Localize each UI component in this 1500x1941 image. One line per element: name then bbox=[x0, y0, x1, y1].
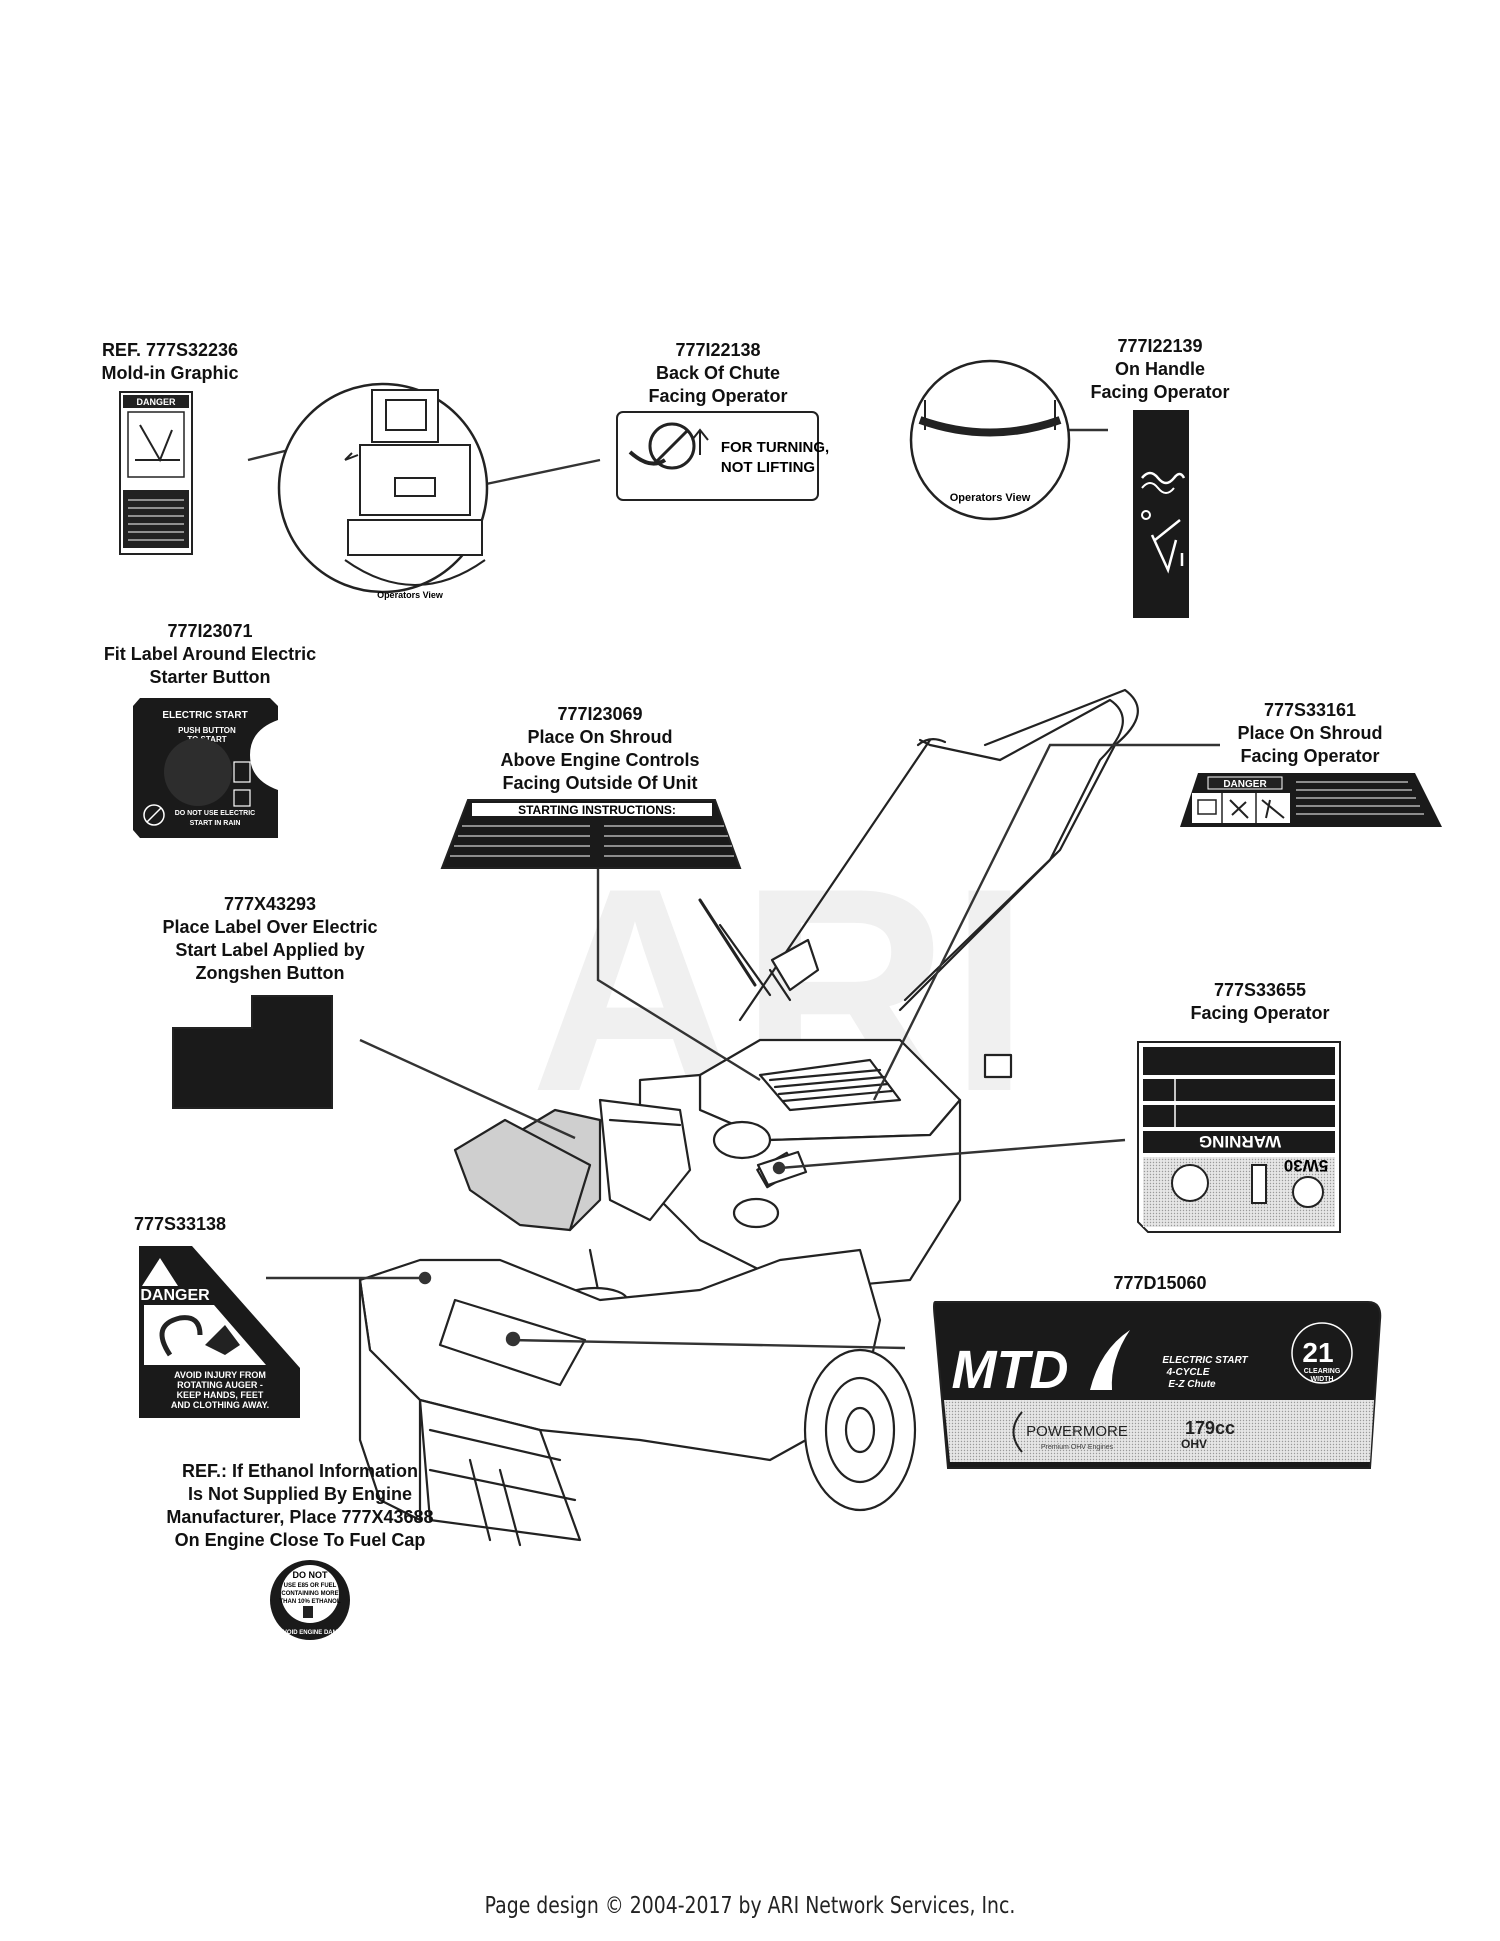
brand-mtd-text: MTD bbox=[952, 1340, 1069, 1400]
callout-shroud-instructions-line-2: Place On Shroud bbox=[527, 727, 673, 747]
callout-zongshen-line-3: Start Label Applied by bbox=[175, 940, 365, 960]
callout-auger: 777S33138 bbox=[110, 1213, 250, 1236]
callout-moldin: REF. 777S32236 Mold-in Graphic bbox=[100, 339, 240, 385]
callout-brand: 777D15060 bbox=[1090, 1272, 1230, 1295]
for-turning-line2: NOT LIFTING bbox=[721, 459, 815, 476]
ethanol-text-4: THAN 10% ETHANOL bbox=[279, 1599, 340, 1605]
brand-powermore-sub: Premium OHV Engines bbox=[1041, 1444, 1114, 1451]
auger-text-4: AND CLOTHING AWAY. bbox=[171, 1400, 269, 1410]
callout-moldin-line-2: Mold-in Graphic bbox=[101, 363, 239, 383]
ethanol-ring-text: TO AVOID ENGINE DAMAGE bbox=[269, 1630, 350, 1636]
brand-ohv: OHV bbox=[1181, 1437, 1207, 1451]
callout-handle: 777I22139 On Handle Facing Operator bbox=[1080, 335, 1240, 404]
auger-danger-word: DANGER bbox=[140, 1287, 210, 1304]
snow-thrower-drawing bbox=[358, 688, 1139, 1547]
moldin-danger-decal: DANGER bbox=[119, 391, 193, 555]
handle-control-decal bbox=[1133, 410, 1189, 618]
auger-text-2: ROTATING AUGER - bbox=[177, 1380, 263, 1390]
ethanol-text-1: DO NOT bbox=[293, 1570, 329, 1580]
callout-shroud-instructions-line-3: Above Engine Controls bbox=[500, 750, 700, 770]
ethanol-text-3: CONTAINING MORE bbox=[281, 1591, 338, 1597]
handle-operators-view: Operators View bbox=[909, 359, 1071, 521]
brand-chute: E-Z Chute bbox=[1168, 1379, 1216, 1390]
warning-word: WARNING bbox=[1199, 1132, 1281, 1151]
callout-handle-line-3: Facing Operator bbox=[1090, 382, 1230, 402]
auger-text-1: AVOID INJURY FROM bbox=[174, 1370, 266, 1380]
starting-instructions-title: STARTING INSTRUCTIONS: bbox=[518, 803, 676, 817]
callout-starter-line-1: 777I23071 bbox=[167, 621, 253, 641]
brand-size-number: 21 bbox=[1302, 1337, 1333, 1368]
brand-width: WIDTH bbox=[1311, 1376, 1334, 1383]
callout-chute-line-1: 777I22138 bbox=[675, 340, 761, 360]
callout-chute: 777I22138 Back Of Chute Facing Operator bbox=[638, 339, 798, 408]
callout-ethanol: REF.: If Ethanol Information Is Not Supp… bbox=[140, 1460, 460, 1552]
callout-chute-line-2: Back Of Chute bbox=[655, 363, 781, 383]
callout-ethanol-line-2: Is Not Supplied By Engine bbox=[187, 1484, 412, 1504]
ethanol-text-2: USE E85 OR FUEL bbox=[284, 1583, 337, 1589]
brand-electric-start: ELECTRIC START bbox=[1162, 1355, 1248, 1366]
electric-start-decal: ELECTRIC START PUSH BUTTON TO START DO N… bbox=[133, 698, 278, 838]
chute-operators-view: Operators View bbox=[277, 382, 489, 600]
callout-shroud-instructions-line-1: 777I23069 bbox=[557, 704, 643, 724]
callout-shroud-danger-line-1: 777S33161 bbox=[1263, 700, 1357, 720]
page-footer: Page design © 2004-2017 by ARI Network S… bbox=[484, 1893, 1016, 1919]
callout-zongshen-line-1: 777X43293 bbox=[223, 894, 317, 914]
operators-view-text-2: Operators View bbox=[950, 492, 1031, 504]
callout-shroud-danger-line-2: Place On Shroud bbox=[1237, 723, 1383, 743]
auger-text-3: KEEP HANDS, FEET bbox=[177, 1390, 264, 1400]
brand-cc: 179cc bbox=[1185, 1418, 1235, 1438]
shroud-danger-word: DANGER bbox=[1223, 779, 1267, 790]
push-button-text-1: PUSH BUTTON bbox=[178, 726, 236, 735]
operators-view-text: Operators View bbox=[377, 590, 444, 600]
oil-warning-decal: WARNING 5W30 bbox=[1137, 1041, 1341, 1233]
callout-moldin-line-1: REF. 777S32236 bbox=[101, 340, 239, 360]
callout-ethanol-line-3: Manufacturer, Place 777X43688 bbox=[166, 1507, 434, 1527]
callout-ethanol-line-4: On Engine Close To Fuel Cap bbox=[174, 1530, 426, 1550]
callout-shroud-instructions: 777I23069 Place On Shroud Above Engine C… bbox=[485, 703, 715, 795]
callout-handle-line-2: On Handle bbox=[1114, 359, 1205, 379]
no-rain-text-2: START IN RAIN bbox=[190, 820, 241, 827]
electric-start-text: ELECTRIC START bbox=[162, 710, 247, 721]
callout-brand-line-1: 777D15060 bbox=[1113, 1273, 1207, 1293]
for-turning-decal: FOR TURNING, NOT LIFTING bbox=[616, 411, 829, 501]
mtd-brand-decal: MTD ELECTRIC START 4-CYCLE E-Z Chute 21 … bbox=[933, 1301, 1382, 1469]
moldin-danger-word: DANGER bbox=[136, 397, 176, 407]
brand-cycle: 4-CYCLE bbox=[1166, 1367, 1210, 1378]
brand-clearing: CLEARING bbox=[1304, 1368, 1341, 1375]
oil-grade-text: 5W30 bbox=[1284, 1156, 1328, 1175]
callout-shroud-danger-line-3: Facing Operator bbox=[1240, 746, 1380, 766]
zongshen-black-label bbox=[172, 995, 333, 1109]
auger-danger-decal: DANGER AVOID INJURY FROM ROTATING AUGER … bbox=[139, 1246, 300, 1418]
callout-shroud-danger: 777S33161 Place On Shroud Facing Operato… bbox=[1220, 699, 1400, 768]
callout-starter: 777I23071 Fit Label Around Electric Star… bbox=[90, 620, 330, 689]
callout-zongshen: 777X43293 Place Label Over Electric Star… bbox=[140, 893, 400, 985]
callout-auger-line-1: 777S33138 bbox=[133, 1214, 227, 1234]
callout-warning: 777S33655 Facing Operator bbox=[1160, 979, 1360, 1025]
for-turning-line1: FOR TURNING, bbox=[721, 439, 829, 456]
callout-warning-line-1: 777S33655 bbox=[1213, 980, 1307, 1000]
shroud-danger-decal: DANGER bbox=[1180, 773, 1442, 827]
callout-zongshen-line-2: Place Label Over Electric bbox=[162, 917, 378, 937]
brand-powermore: POWERMORE bbox=[1026, 1423, 1128, 1440]
callout-handle-line-1: 777I22139 bbox=[1117, 336, 1203, 356]
no-rain-text-1: DO NOT USE ELECTRIC bbox=[175, 810, 256, 817]
callout-ethanol-line-1: REF.: If Ethanol Information bbox=[182, 1461, 418, 1481]
callout-shroud-instructions-line-4: Facing Outside Of Unit bbox=[502, 773, 698, 793]
callout-starter-line-3: Starter Button bbox=[149, 667, 271, 687]
starting-instructions-decal: STARTING INSTRUCTIONS: bbox=[440, 799, 742, 869]
callout-zongshen-line-4: Zongshen Button bbox=[195, 963, 345, 983]
callout-starter-line-2: Fit Label Around Electric bbox=[103, 644, 317, 664]
ethanol-decal: DO NOT USE E85 OR FUEL CONTAINING MORE T… bbox=[269, 1560, 351, 1640]
callout-warning-line-2: Facing Operator bbox=[1190, 1003, 1330, 1023]
callout-chute-line-3: Facing Operator bbox=[648, 386, 788, 406]
